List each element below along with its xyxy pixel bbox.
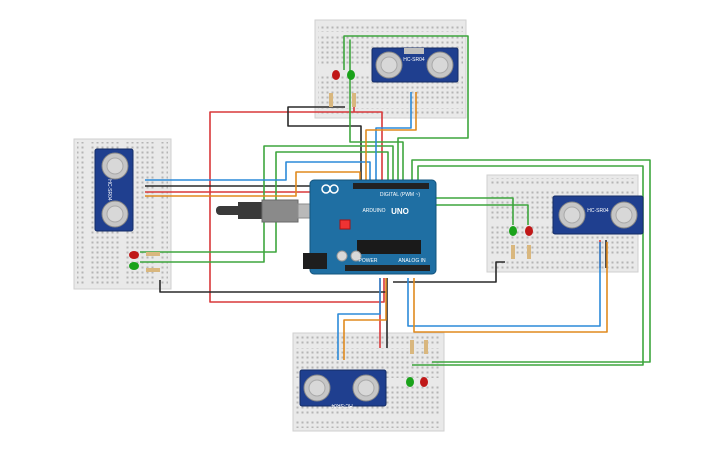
resistor: [329, 93, 333, 107]
wire-green: [412, 165, 644, 366]
sensor-label: HC-SR04: [106, 179, 112, 201]
wire-orange: [343, 278, 387, 360]
wire-green: [425, 204, 529, 225]
arduino-logo: [321, 184, 339, 194]
wire-green: [140, 145, 394, 263]
wire-orange: [413, 242, 608, 333]
resistor: [424, 340, 428, 354]
resistor: [410, 340, 414, 354]
sensor-label: HC-SR04: [403, 57, 425, 63]
sensor-label: HC-SR04: [331, 402, 353, 408]
resistor: [511, 245, 515, 259]
wire-orange: [365, 92, 417, 180]
ultrasonic-sensor-bottom: HC-SR04: [299, 369, 387, 408]
wire-blue: [407, 242, 601, 327]
wire-black: [393, 261, 505, 283]
arduino-uno-board: ARDUINO UNO DIGITAL (PWM ~) POWER ANALOG…: [303, 179, 437, 275]
wire-black: [159, 280, 387, 293]
arduino-model-label: UNO: [391, 207, 409, 216]
led-green: [129, 262, 139, 270]
arduino-digital-label: DIGITAL (PWM ~): [380, 192, 420, 198]
ultrasonic-sensor-right: HC-SR04: [552, 195, 644, 235]
wire-green: [140, 151, 389, 253]
arduino-power-label: POWER: [359, 258, 378, 264]
led-green: [347, 70, 355, 80]
wire-black: [287, 106, 362, 180]
arduino-analog-label: ANALOG IN: [398, 258, 426, 264]
resistor: [146, 268, 160, 272]
resistors: [146, 93, 531, 354]
led-red: [420, 377, 428, 387]
sensor-label: HC-SR04: [587, 208, 609, 214]
leds: [129, 70, 533, 387]
wire-blue: [337, 278, 381, 360]
wire-blue: [145, 161, 371, 181]
resistor: [527, 245, 531, 259]
wire-green: [343, 35, 469, 180]
led-green: [406, 377, 414, 387]
ultrasonic-sensor-left: HC-SR04: [94, 148, 134, 232]
resistor: [146, 252, 160, 256]
led-red: [525, 226, 533, 236]
wires: [140, 35, 651, 366]
led-red: [332, 70, 340, 80]
resistor: [352, 93, 356, 107]
led-green: [509, 226, 517, 236]
wire-green: [411, 159, 651, 363]
wire-orange: [145, 171, 361, 197]
led-red: [129, 251, 139, 259]
wire-green: [349, 39, 404, 180]
arduino-brand-label: ARDUINO: [362, 208, 385, 214]
ultrasonic-sensor-top: HC-SR04: [371, 47, 459, 83]
wire-green: [425, 197, 514, 225]
wire-red: [209, 111, 385, 303]
wire-blue: [375, 92, 412, 180]
